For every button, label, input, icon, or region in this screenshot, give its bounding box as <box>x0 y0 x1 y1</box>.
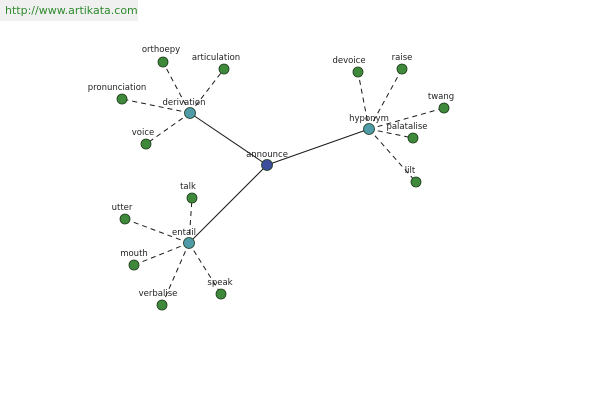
node-pronunciation[interactable]: pronunciation <box>88 83 147 105</box>
node-voice[interactable]: voice <box>132 128 155 150</box>
node-marker-lilt[interactable] <box>410 176 422 188</box>
node-label-derivation: derivation <box>162 98 205 108</box>
node-lilt[interactable]: lilt <box>405 166 422 188</box>
node-marker-speak[interactable] <box>215 288 227 300</box>
edge-derivation-pronunciation <box>121 98 191 114</box>
node-raise[interactable]: raise <box>392 53 413 75</box>
node-label-twang: twang <box>428 92 454 102</box>
edges-layer <box>121 61 445 306</box>
node-hyponym[interactable]: hyponym <box>349 114 389 135</box>
edge-announce-hyponym <box>266 128 370 166</box>
node-marker-entail[interactable] <box>183 237 195 249</box>
node-label-entail: entail <box>172 228 196 238</box>
edge-hyponym-palatalise <box>368 128 414 139</box>
node-articulation[interactable]: articulation <box>192 53 240 75</box>
node-marker-mouth[interactable] <box>128 259 140 271</box>
node-marker-twang[interactable] <box>438 102 450 114</box>
edge-hyponym-raise <box>368 68 403 130</box>
node-label-devoice: devoice <box>332 56 365 66</box>
node-marker-talk[interactable] <box>186 192 198 204</box>
node-marker-orthoepy[interactable] <box>157 56 169 68</box>
node-devoice[interactable]: devoice <box>332 56 366 78</box>
node-label-voice: voice <box>132 128 155 138</box>
edge-entail-utter <box>124 218 190 244</box>
edge-derivation-orthoepy <box>162 61 191 114</box>
node-label-orthoepy: orthoepy <box>142 45 180 55</box>
node-palatalise[interactable]: palatalise <box>386 122 428 144</box>
edge-entail-verbalise <box>161 242 190 306</box>
node-label-lilt: lilt <box>405 166 416 176</box>
edge-announce-entail <box>188 164 268 244</box>
node-label-palatalise: palatalise <box>386 122 427 132</box>
node-mouth[interactable]: mouth <box>120 249 148 271</box>
node-label-hyponym: hyponym <box>349 114 389 124</box>
node-marker-hyponym[interactable] <box>363 123 375 135</box>
node-marker-voice[interactable] <box>140 138 152 150</box>
node-entail[interactable]: entail <box>172 228 196 249</box>
edge-hyponym-lilt <box>368 128 417 183</box>
node-twang[interactable]: twang <box>428 92 454 114</box>
node-orthoepy[interactable]: orthoepy <box>142 45 180 68</box>
node-label-utter: utter <box>112 203 133 213</box>
node-marker-raise[interactable] <box>396 63 408 75</box>
node-verbalise[interactable]: verbalise <box>139 289 178 311</box>
node-label-speak: speak <box>207 278 232 288</box>
node-label-mouth: mouth <box>120 249 148 259</box>
node-utter[interactable]: utter <box>112 203 133 225</box>
node-announce[interactable]: announce <box>246 150 288 171</box>
node-label-articulation: articulation <box>192 53 240 63</box>
edge-hyponym-devoice <box>357 71 370 130</box>
node-marker-verbalise[interactable] <box>156 299 168 311</box>
node-marker-utter[interactable] <box>119 213 131 225</box>
node-label-pronunciation: pronunciation <box>88 83 147 93</box>
node-marker-pronunciation[interactable] <box>116 93 128 105</box>
node-talk[interactable]: talk <box>180 182 198 204</box>
node-label-announce: announce <box>246 150 288 160</box>
node-label-talk: talk <box>180 182 196 192</box>
edge-entail-mouth <box>133 242 190 266</box>
node-marker-derivation[interactable] <box>184 107 196 119</box>
edge-derivation-articulation <box>189 68 225 114</box>
node-label-raise: raise <box>392 53 413 63</box>
nodes-layer: announce derivation hyponym entail orthoepy a… <box>88 45 454 311</box>
node-label-verbalise: verbalise <box>139 289 178 299</box>
node-derivation[interactable]: derivation <box>162 98 206 119</box>
node-marker-palatalise[interactable] <box>407 132 419 144</box>
site-url-banner[interactable]: http://www.artikata.com <box>0 0 138 21</box>
edge-announce-derivation <box>189 112 268 166</box>
node-marker-announce[interactable] <box>261 159 273 171</box>
edge-entail-speak <box>188 242 222 295</box>
edge-hyponym-twang <box>368 107 445 130</box>
node-speak[interactable]: speak <box>207 278 233 300</box>
node-marker-articulation[interactable] <box>218 63 230 75</box>
edge-entail-talk <box>188 197 193 244</box>
node-marker-devoice[interactable] <box>352 66 364 78</box>
